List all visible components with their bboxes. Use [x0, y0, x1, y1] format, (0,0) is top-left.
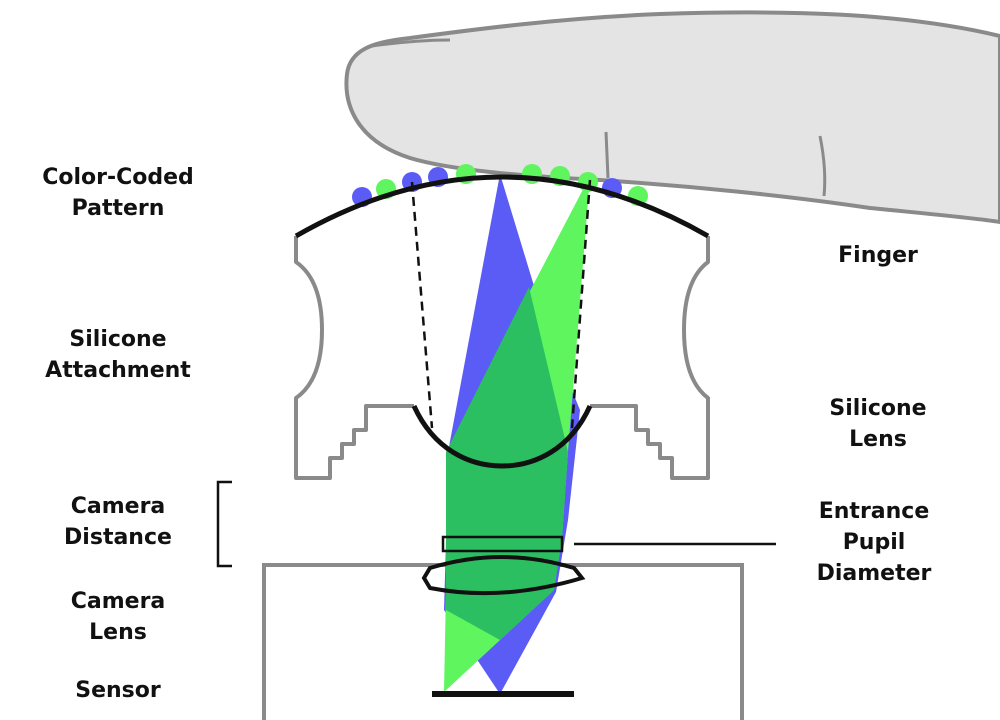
field-of-view-right — [570, 179, 592, 429]
contact-surface-arc — [294, 174, 710, 239]
entrance-pupil-box — [441, 535, 564, 553]
fingernail-line — [371, 38, 451, 48]
field-of-view-left — [410, 181, 434, 429]
camera-distance-bracket — [216, 480, 232, 568]
label-silicone-lens: Silicone Lens — [829, 396, 927, 452]
finger-shape — [344, 10, 1000, 224]
label-finger: Finger — [838, 243, 918, 268]
camera-lens-shape — [421, 555, 586, 596]
finger-crease-2 — [818, 135, 827, 197]
label-silicone-attachment: Silicone Attachment — [45, 327, 191, 383]
label-entrance-pupil-diameter: Entrance Pupil Diameter — [816, 499, 932, 586]
silicone-lens-shape — [411, 404, 593, 469]
label-sensor: Sensor — [75, 678, 161, 703]
label-camera-lens: Camera Lens — [70, 589, 166, 645]
label-color-coded-pattern: Color-Coded Pattern — [42, 165, 194, 221]
finger-crease-1 — [604, 131, 610, 179]
label-camera-distance: Camera Distance — [64, 494, 172, 550]
silicone-attachment-outline — [294, 236, 710, 480]
